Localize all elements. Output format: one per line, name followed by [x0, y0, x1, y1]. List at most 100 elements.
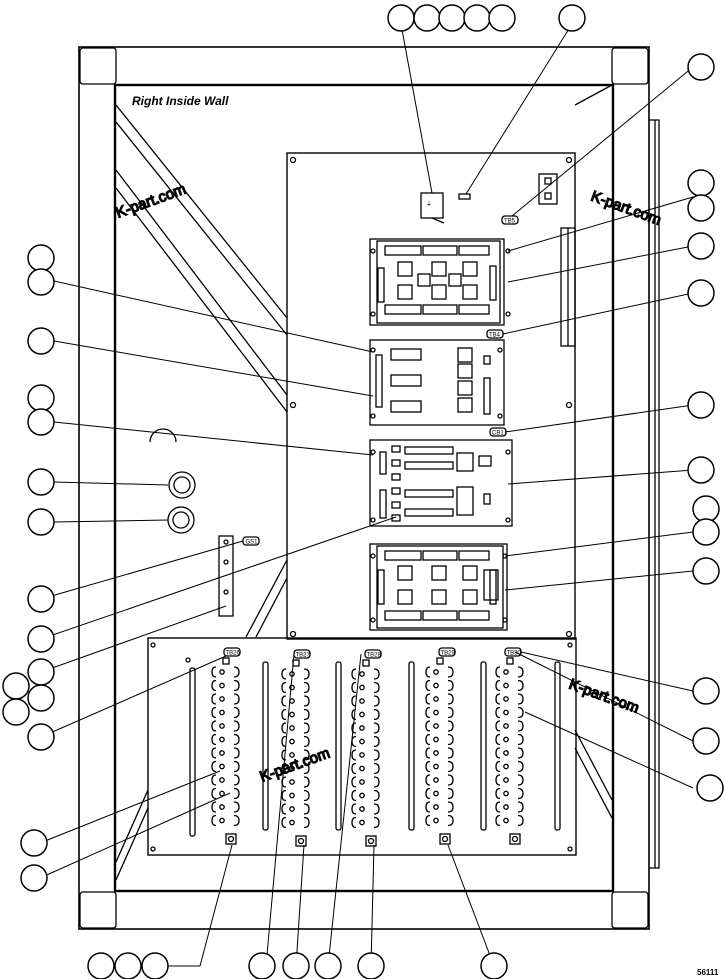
watermarks: K-part.com K-part.com K-part.com K-part.… — [113, 180, 664, 786]
terminal-clamp — [425, 706, 431, 719]
tb4-tag: TB4 — [486, 329, 504, 339]
terminal-screw — [433, 817, 439, 824]
corner-block-tl — [79, 47, 117, 85]
callout-balloon — [2, 698, 30, 726]
terminal-clamp — [495, 760, 501, 773]
callout-balloon — [687, 169, 715, 197]
leader-lines — [39, 23, 694, 967]
terminal-screw — [289, 725, 295, 731]
callout-balloon — [27, 384, 55, 412]
terminal-clamp — [351, 816, 357, 829]
corner-block-tr — [611, 47, 649, 85]
callout-balloon — [20, 864, 48, 892]
terminal-screw — [289, 711, 295, 718]
terminal-clamp — [281, 668, 287, 680]
terminal-clamp — [281, 681, 287, 694]
terminal-clamp — [281, 776, 287, 788]
callout-balloon — [27, 658, 55, 686]
terminal-clamp — [373, 708, 380, 721]
callout-balloon — [27, 508, 55, 536]
terminal-clamp — [495, 747, 501, 759]
terminal-clamp — [211, 760, 217, 773]
terminal-screw — [503, 777, 509, 783]
terminal-clamp — [233, 787, 240, 800]
terminal-clamp — [373, 695, 380, 707]
callout-balloon — [141, 952, 169, 979]
watermark: K-part.com — [258, 745, 333, 786]
terminal-strip — [211, 657, 240, 845]
terminal-screw — [503, 804, 509, 810]
terminal-screw — [359, 684, 365, 691]
terminal-clamp — [425, 747, 431, 759]
terminal-clamp — [495, 693, 501, 705]
terminal-clamp — [351, 681, 357, 694]
cabinet-frame — [78, 46, 660, 930]
terminal-screw — [219, 669, 225, 675]
strip-screw — [367, 837, 375, 845]
terminal-screw — [359, 792, 365, 799]
callout-balloon — [480, 952, 508, 979]
terminal-clamp — [495, 774, 501, 786]
terminal-clamp — [303, 722, 310, 734]
callout-balloon — [387, 4, 415, 32]
terminal-clamp — [303, 681, 310, 694]
callout-balloon — [413, 4, 441, 32]
relay-board-1 — [369, 238, 511, 326]
terminal-clamp — [351, 803, 357, 815]
terminal-clamp — [233, 801, 240, 813]
terminal-clamp — [447, 720, 454, 732]
terminal-strip — [281, 659, 310, 847]
terminal-clamp — [373, 749, 380, 761]
callout-balloon — [27, 408, 55, 436]
terminal-clamp — [517, 693, 524, 705]
terminal-clamp — [517, 774, 524, 786]
terminal-clamp — [281, 789, 287, 802]
terminal-clamp — [495, 720, 501, 732]
terminal-clamp — [517, 720, 524, 732]
terminal-section — [147, 637, 577, 856]
callout-balloon — [27, 723, 55, 751]
panel-title: Right Inside Wall — [132, 94, 229, 108]
terminal-clamp — [303, 762, 310, 775]
cable-gland-upper — [168, 471, 196, 499]
tb28-label: TB28 — [367, 653, 382, 659]
terminal-clamp — [233, 679, 240, 692]
terminal-screw — [503, 709, 509, 716]
callout-balloon — [27, 244, 55, 272]
terminal-strip — [425, 657, 454, 845]
terminal-screw — [503, 696, 509, 702]
terminal-screw — [503, 763, 509, 770]
strip-end-cap — [292, 659, 300, 667]
terminal-clamp — [447, 747, 454, 759]
terminal-clamp — [233, 733, 240, 746]
terminal-clamp — [495, 706, 501, 719]
callout-balloon — [87, 952, 115, 979]
terminal-clamp — [211, 787, 217, 800]
terminal-clamp — [447, 706, 454, 719]
terminal-clamp — [211, 801, 217, 813]
terminal-clamp — [351, 776, 357, 788]
terminal-screw — [219, 763, 225, 770]
terminal-clamp — [373, 776, 380, 788]
svg-text:TB4: TB4 — [489, 333, 501, 339]
terminal-clamp — [281, 749, 287, 761]
terminal-screw — [219, 790, 225, 797]
terminal-clamp — [373, 789, 380, 802]
terminal-clamp — [447, 693, 454, 705]
terminal-screw — [503, 817, 509, 824]
terminal-clamp — [495, 814, 501, 827]
svg-text:CB1: CB1 — [492, 431, 504, 437]
terminal-screw — [359, 819, 365, 826]
terminal-screw — [359, 738, 365, 745]
terminal-clamp — [351, 749, 357, 761]
terminal-clamp — [425, 679, 431, 692]
callout-balloon — [27, 327, 55, 355]
terminal-clamp — [517, 666, 524, 678]
callout-balloon — [248, 952, 276, 979]
callout-balloon — [488, 4, 516, 32]
terminal-screw — [433, 804, 439, 810]
callout-balloon — [687, 391, 715, 419]
terminal-clamp — [517, 747, 524, 759]
terminal-screw — [433, 696, 439, 702]
terminal-screw — [359, 806, 365, 812]
